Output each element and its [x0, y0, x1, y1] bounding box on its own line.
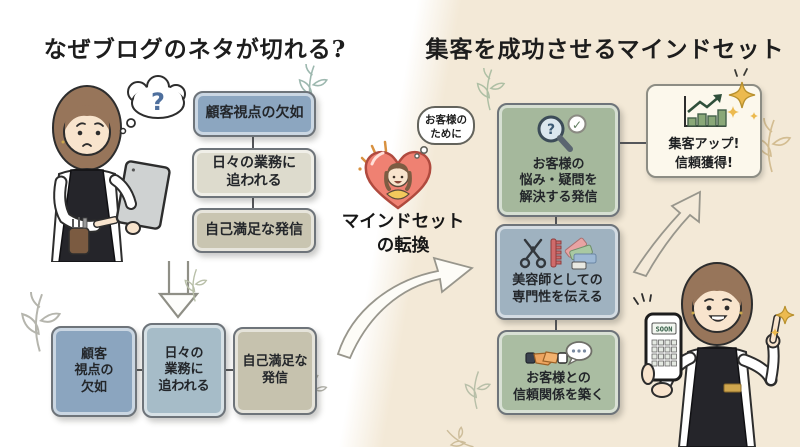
- right-box-label: 美容師としての: [512, 273, 603, 289]
- customer-first-speech-bubble: お客様の ために: [414, 106, 475, 159]
- right-box-convey-expertise: 美容師としての 専門性を伝える: [495, 224, 620, 320]
- result-label: 信頼獲得!: [675, 155, 733, 171]
- flow-box-self-satisfied-posting: 自己満足な発信: [192, 208, 316, 253]
- down-arrow: [157, 261, 200, 319]
- flow-box-label: 顧客視点の欠如: [205, 105, 304, 122]
- bottom-box-label: 欠如: [80, 379, 107, 395]
- right-section-title: 集客を成功させるマインドセット: [425, 36, 785, 63]
- bottom-box-busy-daily-work: 日々の 業務に 追われる: [142, 323, 226, 418]
- bottom-box-label: 発信: [261, 371, 288, 386]
- bottom-box-label: 自己満足な: [242, 354, 308, 370]
- leaf-sprig-icon: [446, 426, 474, 447]
- right-box-label: お客様との: [526, 370, 591, 386]
- svg-text:?: ?: [546, 122, 554, 138]
- flow-box-busy-daily-work: 日々の業務に 追われる: [192, 148, 316, 198]
- bottom-box-label: 顧客: [80, 346, 107, 362]
- result-box-more-customers: 集客アップ! 信頼獲得!: [646, 84, 762, 178]
- caption-line: マインドセット: [341, 212, 465, 232]
- leaf-sprig-icon: [464, 371, 492, 410]
- bottom-box-lack-of-customer-view: 顧客 視点の 欠如: [51, 326, 137, 417]
- right-box-solve-customer-problems: ? ✓ お客様の 悩み・疑問を 解決する発信: [497, 103, 620, 217]
- bottom-box-label: 業務に: [164, 362, 204, 378]
- svg-text:お客様の: お客様の: [425, 113, 467, 126]
- smiling-hairdresser-phone-illustration: SOON: [633, 262, 795, 447]
- right-box-label: 専門性を伝える: [512, 290, 603, 305]
- bottom-box-self-satisfied-posting: 自己満足な 発信: [233, 327, 317, 415]
- flow-box-lack-of-customer-view: 顧客視点の欠如: [193, 91, 316, 137]
- flow-box-label: 自己満足な発信: [205, 221, 303, 238]
- caption-line: の転換: [376, 235, 430, 256]
- thought-bubble-question-icon: ?: [119, 75, 186, 135]
- magnifier-question-check-icon: ? ✓: [537, 114, 586, 152]
- bottom-box-label: 視点の: [74, 363, 114, 379]
- mindset-shift-caption: マインドセット の転換: [330, 211, 476, 258]
- flow-box-label: 日々の業務に: [212, 155, 296, 172]
- scissors-comb-swatches-icon: [519, 238, 596, 270]
- bottom-box-label: 日々の: [164, 345, 204, 361]
- leaf-sprig-icon: [476, 67, 506, 111]
- result-label: 集客アップ!: [668, 136, 740, 152]
- right-box-label: 悩み・疑問を: [519, 173, 598, 189]
- bottom-box-label: 追われる: [158, 378, 210, 394]
- flow-box-label: 追われる: [226, 173, 282, 189]
- svg-text:?: ?: [151, 88, 165, 116]
- left-section-title: なぜブログのネタが切れる?: [43, 36, 347, 63]
- heart-customer-love-icon: [358, 140, 432, 210]
- svg-text:SOON: SOON: [656, 326, 673, 334]
- right-box-build-trust: お客様との 信頼関係を築く: [497, 330, 620, 415]
- leaf-sprig-icon: [184, 268, 208, 302]
- growth-chart-icon: [684, 93, 727, 127]
- right-box-label: 信頼関係を築く: [512, 387, 604, 403]
- right-box-label: お客様の: [532, 156, 585, 172]
- curved-arrow-mindset: [336, 256, 474, 360]
- right-box-label: 解決する発信: [519, 189, 598, 205]
- svg-text:✓: ✓: [571, 118, 581, 132]
- worried-hairdresser-illustration: [50, 85, 171, 262]
- svg-text:ために: ために: [430, 128, 462, 140]
- handshake-chat-icon: [524, 340, 592, 366]
